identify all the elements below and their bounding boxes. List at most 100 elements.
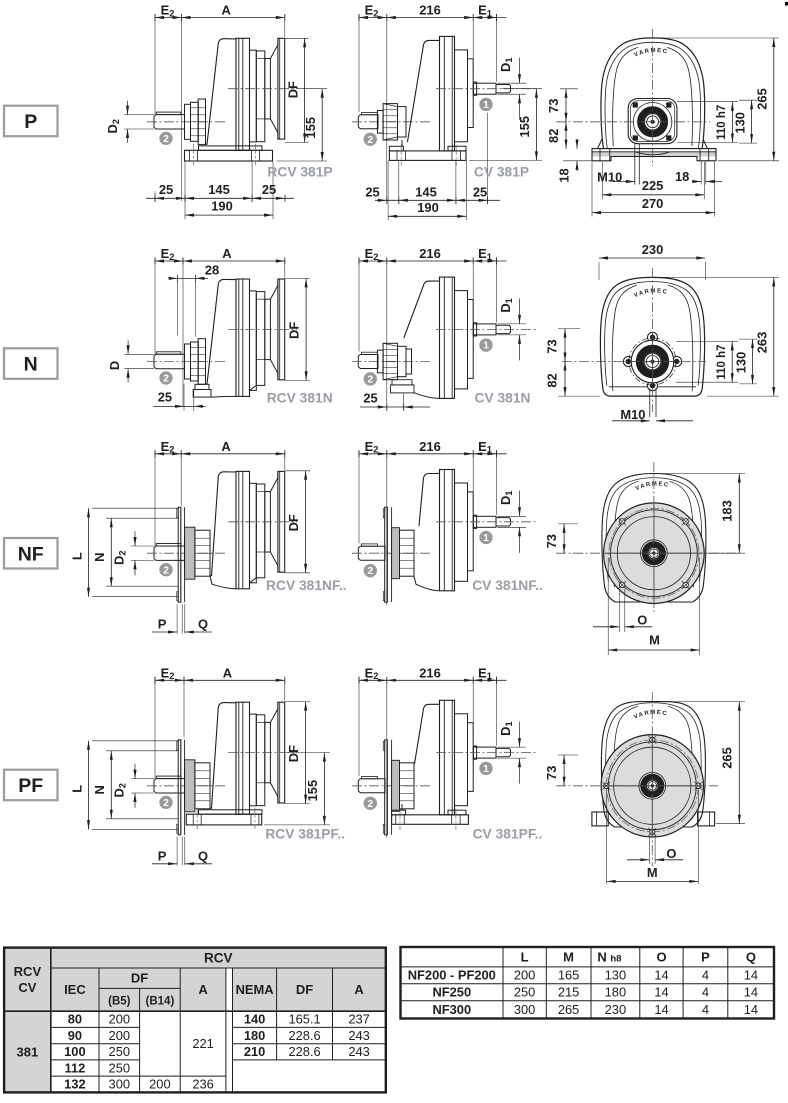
svg-text:2: 2 [367,798,373,810]
svg-text:210: 210 [244,1044,266,1059]
svg-text:M: M [647,865,658,880]
svg-text:M10: M10 [597,170,622,185]
svg-text:O: O [656,950,666,965]
svg-text:L: L [521,950,529,965]
svg-text:1: 1 [483,532,489,544]
svg-text:NF250: NF250 [432,985,471,1000]
svg-text:CV 381PF..: CV 381PF.. [473,827,543,842]
svg-text:145: 145 [208,182,230,197]
svg-text:73: 73 [544,766,559,780]
svg-text:243: 243 [348,1028,370,1043]
svg-text:216: 216 [419,439,441,454]
svg-text:2: 2 [163,564,169,576]
svg-text:Q: Q [746,950,756,965]
svg-text:18: 18 [557,168,572,182]
svg-text:82: 82 [546,129,561,143]
svg-text:M10: M10 [620,407,645,422]
svg-text:236: 236 [192,1077,214,1092]
svg-text:110 h7: 110 h7 [716,105,728,140]
svg-text:228.6: 228.6 [288,1028,320,1043]
svg-text:237: 237 [348,1012,370,1027]
svg-text:200: 200 [514,968,536,983]
svg-text:CV 381NF..: CV 381NF.. [472,578,543,593]
svg-text:215: 215 [558,985,580,1000]
svg-text:265: 265 [558,1002,580,1017]
svg-text:300: 300 [109,1077,131,1092]
svg-text:190: 190 [417,200,439,215]
svg-text:L: L [70,785,85,793]
svg-text:200: 200 [149,1077,171,1092]
svg-text:263: 263 [755,332,770,354]
svg-text:221: 221 [192,1036,214,1051]
svg-text:25: 25 [473,185,487,200]
svg-text:250: 250 [109,1060,131,1075]
svg-text:D: D [107,361,122,370]
svg-text:270: 270 [642,196,664,211]
svg-text:183: 183 [720,500,735,522]
svg-text:230: 230 [605,1002,627,1017]
svg-text:1: 1 [483,99,489,111]
svg-text:1: 1 [483,340,489,352]
svg-text:180: 180 [605,985,627,1000]
svg-text:265: 265 [720,747,735,769]
svg-text:RCV 381N: RCV 381N [267,391,333,406]
svg-text:O: O [637,613,647,628]
svg-text:130: 130 [733,112,748,134]
svg-text:25: 25 [365,185,379,200]
svg-text:216: 216 [419,665,441,680]
svg-text:DF: DF [286,514,301,531]
svg-text:4: 4 [702,968,709,983]
svg-text:PF: PF [18,775,43,797]
svg-text:25: 25 [363,391,377,406]
svg-text:100: 100 [64,1044,86,1059]
svg-text:250: 250 [109,1044,131,1059]
svg-text:14: 14 [654,968,668,983]
svg-text:73: 73 [546,99,561,113]
svg-text:25: 25 [159,182,173,197]
svg-text:216: 216 [419,3,441,18]
svg-text:N h8: N h8 [597,950,621,965]
svg-text:NF: NF [18,543,44,565]
svg-text:2: 2 [367,565,373,577]
svg-text:Q: Q [198,617,208,632]
svg-text:4: 4 [702,985,709,1000]
svg-text:2: 2 [163,797,169,809]
svg-text:381: 381 [17,1044,39,1059]
svg-text:P: P [158,617,167,632]
svg-text:IEC: IEC [64,982,86,997]
svg-text:P: P [24,111,37,133]
svg-text:CV 381N: CV 381N [475,391,531,406]
svg-text:DF: DF [131,971,148,986]
svg-text:200: 200 [109,1028,131,1043]
svg-text:155: 155 [517,116,532,138]
svg-text:DF: DF [296,982,313,997]
svg-text:RCV 381NF..: RCV 381NF.. [266,578,347,593]
svg-text:225: 225 [642,178,664,193]
svg-text:P: P [701,950,710,965]
svg-text:190: 190 [211,199,233,214]
svg-text:2: 2 [163,373,169,385]
svg-text:216: 216 [419,246,441,261]
svg-text:165: 165 [558,968,580,983]
svg-text:180: 180 [244,1028,266,1043]
svg-text:14: 14 [744,1002,758,1017]
svg-text:265: 265 [755,88,770,110]
svg-text:CV: CV [18,980,36,995]
svg-text:14: 14 [744,985,758,1000]
svg-text:(B5): (B5) [108,996,131,1008]
svg-text:N: N [92,553,107,562]
svg-text:(B14): (B14) [146,996,175,1008]
svg-text:82: 82 [545,373,560,387]
svg-text:VARMEC: VARMEC [635,481,670,492]
svg-text:NF200 - PF200: NF200 - PF200 [408,968,496,983]
svg-text:L: L [70,552,85,560]
svg-text:73: 73 [544,534,559,548]
svg-text:145: 145 [415,185,437,200]
svg-text:RCV 381P: RCV 381P [267,165,332,180]
svg-text:14: 14 [654,1002,668,1017]
svg-text:155: 155 [303,117,318,139]
svg-text:130: 130 [733,352,748,374]
svg-text:2: 2 [367,134,373,146]
svg-text:VARMEC: VARMEC [633,48,668,59]
svg-text:A: A [223,665,232,680]
